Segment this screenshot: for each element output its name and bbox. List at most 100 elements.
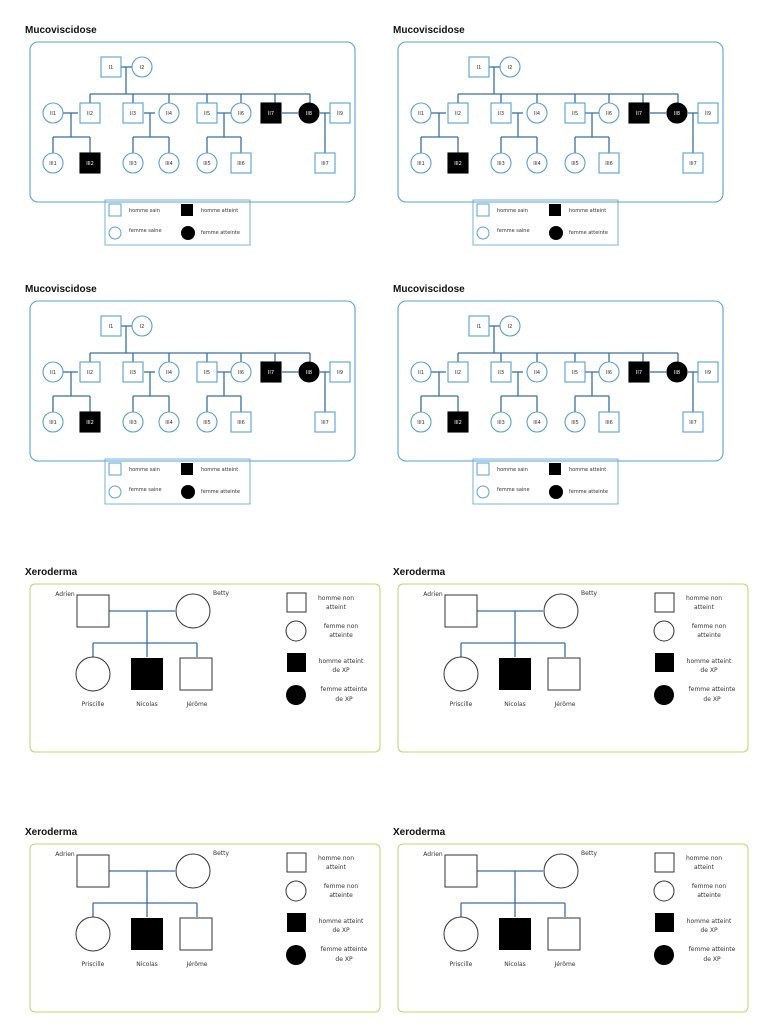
individual-label: III2	[454, 161, 462, 167]
individual-label: III1	[417, 420, 425, 426]
child-name: Jérôme	[553, 961, 575, 968]
male-symbol	[476, 462, 490, 476]
father-name: Adrien	[423, 591, 443, 598]
mother-name: Betty	[213, 590, 230, 597]
legend-label: de XP	[700, 667, 718, 674]
legend-label: femme non	[692, 623, 727, 630]
male-symbol	[230, 411, 252, 433]
female-symbol	[564, 411, 586, 433]
father-name: Adrien	[55, 851, 75, 858]
individual-label: III6	[605, 161, 613, 167]
male-symbol	[179, 917, 213, 951]
child-name: Priscille	[82, 701, 105, 708]
legend-label: homme sain	[129, 208, 160, 214]
legend-label: femme non	[324, 883, 359, 890]
legend-label: femme saine	[129, 487, 162, 493]
male-symbol	[100, 56, 122, 78]
female-symbol	[298, 361, 320, 383]
individual-label: II8	[306, 370, 312, 376]
female-symbol	[196, 152, 218, 174]
female-symbol	[122, 411, 144, 433]
legend-label: femme atteinte	[569, 230, 608, 236]
male-symbol	[179, 657, 213, 691]
individual-label: II8	[306, 111, 312, 117]
male-symbol	[490, 102, 512, 124]
female-symbol	[158, 361, 180, 383]
female-symbol	[443, 656, 479, 692]
legend-label: atteint	[326, 864, 347, 871]
male-symbol	[547, 657, 581, 691]
individual-label: III7	[689, 161, 697, 167]
female-symbol	[42, 361, 64, 383]
female-symbol	[543, 853, 579, 889]
individual-label: III3	[129, 420, 137, 426]
mother-name: Betty	[581, 590, 598, 597]
individual-label: II1	[50, 370, 56, 376]
individual-label: III5	[571, 161, 579, 167]
legend-label: femme saine	[129, 228, 162, 234]
individual-label: III1	[417, 161, 425, 167]
pedigree-frame	[397, 583, 749, 753]
female-symbol	[564, 152, 586, 174]
female-symbol	[131, 56, 153, 78]
female-symbol	[42, 411, 64, 433]
individual-label: II4	[166, 370, 172, 376]
male-symbol	[286, 852, 307, 873]
legend-label: homme sain	[129, 467, 160, 473]
legend-label: homme non	[318, 855, 354, 862]
individual-label: II5	[572, 111, 578, 117]
female-symbol	[75, 656, 111, 692]
individual-label: I1	[477, 324, 482, 330]
female-symbol	[410, 411, 432, 433]
male-symbol	[447, 102, 469, 124]
individual-label: III5	[203, 420, 211, 426]
individual-label: II1	[50, 111, 56, 117]
female-symbol	[526, 102, 548, 124]
legend-label: de XP	[335, 956, 353, 963]
female-affected-symbol	[286, 685, 306, 705]
legend-label: atteint	[694, 864, 715, 871]
male-symbol	[79, 411, 101, 433]
mother-name: Betty	[213, 850, 230, 857]
female-symbol	[122, 152, 144, 174]
legend-label: homme atteint	[319, 658, 364, 665]
individual-label: II2	[87, 370, 93, 376]
legend-label: homme non	[686, 855, 722, 862]
female-symbol	[410, 152, 432, 174]
female-symbol	[230, 361, 252, 383]
individual-label: III2	[454, 420, 462, 426]
male-affected-symbol	[549, 463, 561, 475]
legend-label: homme atteint	[569, 208, 606, 214]
legend-label: de XP	[335, 696, 353, 703]
female-affected-symbol	[549, 485, 563, 499]
panel-title: Mucoviscidose	[393, 284, 465, 295]
pedigree-frame	[397, 300, 724, 462]
female-symbol	[499, 315, 521, 337]
individual-label: III6	[237, 420, 245, 426]
panel-title: Xeroderma	[393, 827, 446, 838]
female-symbol	[526, 411, 548, 433]
individual-label: II3	[130, 370, 136, 376]
male-affected-symbol	[181, 463, 193, 475]
individual-label: II1	[418, 370, 424, 376]
male-symbol	[108, 462, 122, 476]
male-symbol	[490, 361, 512, 383]
panel-title: Mucoviscidose	[393, 25, 465, 36]
female-symbol	[499, 56, 521, 78]
individual-label: II5	[204, 370, 210, 376]
child-name: Nicolas	[136, 961, 158, 968]
individual-label: II9	[705, 370, 711, 376]
male-symbol	[564, 102, 586, 124]
legend-label: homme atteint	[687, 918, 732, 925]
female-symbol	[476, 226, 490, 240]
female-symbol	[653, 620, 675, 642]
male-symbol	[314, 152, 336, 174]
female-symbol	[175, 593, 211, 629]
male-symbol	[547, 917, 581, 951]
individual-label: III5	[203, 161, 211, 167]
